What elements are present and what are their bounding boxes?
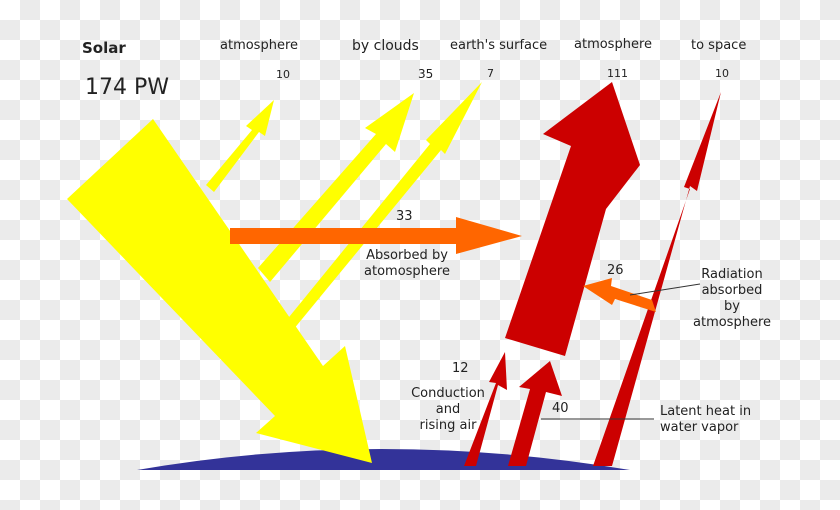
emitted-atmosphere-arrow xyxy=(505,82,640,356)
header-reflected-clouds: by clouds xyxy=(352,38,419,54)
radiation-label-line2: absorbed xyxy=(701,283,763,298)
radiation-label-line3: by xyxy=(724,299,740,314)
conduction-label-line3: rising air xyxy=(419,418,477,433)
solar-incoming-arrow xyxy=(67,119,372,463)
diagram-title: Solar xyxy=(82,39,126,57)
latent-label-line2: water vapor xyxy=(660,420,739,435)
value-absorbed-atmosphere: 33 xyxy=(396,209,413,224)
value-emitted-space: 10 xyxy=(715,67,729,80)
value-latent-heat: 40 xyxy=(552,401,569,416)
earth-surface xyxy=(137,449,630,470)
header-emitted-space: to space xyxy=(691,38,747,53)
header-reflected-atmosphere: atmosphere xyxy=(220,38,298,53)
total-power: 174 PW xyxy=(85,75,170,100)
reflected-atmosphere-arrow xyxy=(206,100,274,192)
emitted-space-arrow xyxy=(593,92,721,466)
absorbed-label-line1: Absorbed by xyxy=(366,248,448,263)
conduction-arrow xyxy=(464,352,507,466)
latent-heat-label: Latent heat in water vapor xyxy=(660,404,751,436)
value-reflected-clouds: 35 xyxy=(418,67,434,81)
absorbed-atmosphere-arrow xyxy=(230,217,522,254)
value-radiation-absorbed: 26 xyxy=(607,263,624,278)
radiation-absorbed-arrow xyxy=(583,278,656,312)
latent-label-line1: Latent heat in xyxy=(660,404,752,419)
radiation-label-line4: atmosphere xyxy=(693,315,771,330)
value-emitted-atmosphere: 111 xyxy=(607,67,628,80)
reflected-surface-arrow xyxy=(285,82,482,330)
conduction-label: Conduction and rising air xyxy=(406,386,490,434)
radiation-absorbed-label: Radiation absorbed by atmosphere xyxy=(690,267,774,331)
header-emitted-atmosphere: atmosphere xyxy=(574,37,652,52)
latent-heat-arrow xyxy=(508,361,562,466)
value-reflected-atmosphere: 10 xyxy=(276,68,290,81)
absorbed-atmosphere-label: Absorbed by atomosphere xyxy=(362,248,452,280)
conduction-label-line1: Conduction xyxy=(411,386,485,401)
conduction-label-line2: and xyxy=(435,402,461,417)
value-conduction: 12 xyxy=(452,361,469,376)
absorbed-label-line2: atomosphere xyxy=(364,264,450,279)
radiation-leader-line xyxy=(629,283,701,296)
radiation-label-line1: Radiation xyxy=(701,267,763,282)
value-reflected-surface: 7 xyxy=(487,67,494,80)
header-reflected-surface: earth's surface xyxy=(450,38,548,53)
